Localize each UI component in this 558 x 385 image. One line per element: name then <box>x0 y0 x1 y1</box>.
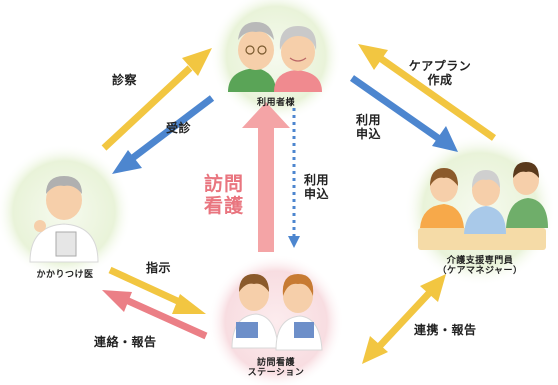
arrow-jushin <box>112 95 215 174</box>
arrow-care-plan <box>358 44 497 141</box>
care-manager-line1: 介護支援専門員 <box>446 256 514 266</box>
arrow-renraku-houkoku <box>102 290 208 340</box>
arrow-renkei-houkoku <box>362 274 446 364</box>
edge-label-riyou-moushikomi: 利用 申込 <box>356 113 382 142</box>
houmon-kango-line1: 訪問 <box>204 173 245 195</box>
care-plan-line1: ケアプラン <box>408 59 472 73</box>
care-manager-line2: （ケアマネジャー） <box>437 266 523 277</box>
center-riyou-line1: 利用 <box>304 173 330 187</box>
edge-label-shiji: 指示 <box>146 261 172 275</box>
edge-label-renkei-houkoku: 連携・報告 <box>414 323 477 337</box>
node-label-user: 利用者様 <box>256 98 295 108</box>
edge-label-jushin: 受診 <box>166 121 192 135</box>
elderly-couple-icon <box>228 22 322 92</box>
arrow-shiji <box>108 266 206 314</box>
edge-label-shinsatsu: 診察 <box>112 73 138 87</box>
node-label-station: 訪問看護 ステーション <box>236 358 316 379</box>
edge-label-care-plan: ケアプラン 作成 <box>400 59 480 88</box>
riyou-moushikomi-line2: 申込 <box>356 126 382 141</box>
station-line2: ステーション <box>247 368 305 379</box>
node-label-doctor: かかりつけ医 <box>36 270 94 280</box>
station-line1: 訪問看護 <box>256 358 295 368</box>
arrow-center-moushikomi <box>288 108 300 248</box>
houmon-kango-line2: 看護 <box>204 194 245 217</box>
node-label-care-manager: 介護支援専門員 （ケアマネジャー） <box>424 256 536 277</box>
center-riyou-line2: 申込 <box>304 186 330 201</box>
riyou-moushikomi-line1: 利用 <box>356 113 382 127</box>
arrow-shinsatsu <box>101 48 212 151</box>
edge-label-center-riyou: 利用 申込 <box>304 173 330 202</box>
edge-label-renraku-houkoku: 連絡・報告 <box>94 335 157 349</box>
doctor-icon <box>29 176 99 263</box>
care-team-icon <box>418 162 548 250</box>
arrow-riyou-moushikomi <box>349 75 458 152</box>
edge-label-houmon-kango: 訪問 看護 <box>204 173 245 218</box>
nurses-icon <box>231 274 323 351</box>
care-plan-line2: 作成 <box>427 72 453 87</box>
arrow-houmon-kango <box>242 102 290 252</box>
